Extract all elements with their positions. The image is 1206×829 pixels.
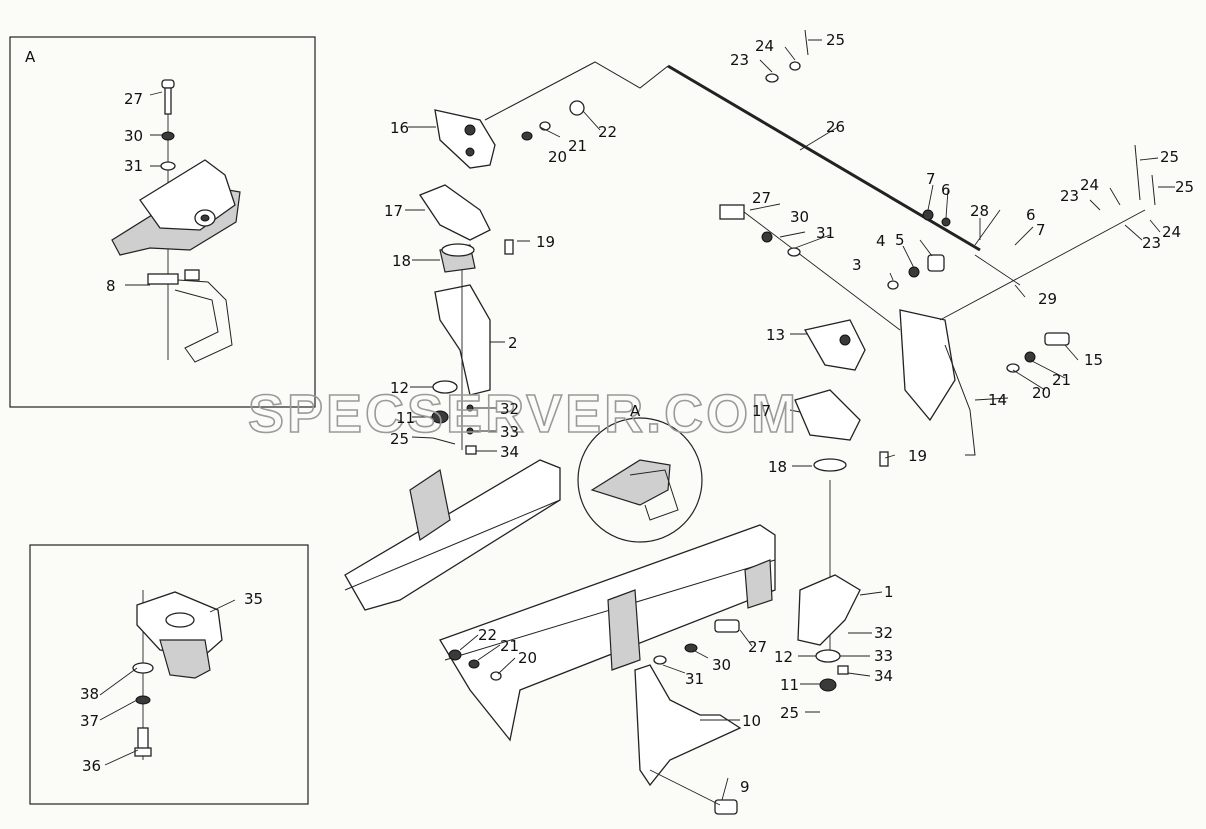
label-11-right: 11 xyxy=(780,676,799,694)
label-27-bottom: 27 xyxy=(748,638,767,656)
label-27: 27 xyxy=(124,90,143,108)
label-32-left: 32 xyxy=(500,400,519,418)
label-9: 9 xyxy=(740,778,750,796)
label-1: 1 xyxy=(884,583,894,601)
label-21-top: 21 xyxy=(568,137,587,155)
label-33-right: 33 xyxy=(874,647,893,665)
chassis-frame xyxy=(344,459,776,742)
watermark-text: SPECSERVER.COM xyxy=(248,384,799,444)
label-detail-a-circle: A xyxy=(630,402,641,420)
label-2: 2 xyxy=(508,334,518,352)
leader-lines xyxy=(99,39,1175,801)
label-21-bottom: 21 xyxy=(500,637,519,655)
label-23-top: 23 xyxy=(730,51,749,69)
label-16: 16 xyxy=(390,119,409,137)
label-12-left: 12 xyxy=(390,379,409,397)
label-35: 35 xyxy=(244,590,263,608)
label-25-right-a: 25 xyxy=(1160,148,1179,166)
label-22-bottom: 22 xyxy=(478,626,497,644)
label-20-right: 20 xyxy=(1032,384,1051,402)
label-6-right: 6 xyxy=(1026,206,1036,224)
label-30-right: 30 xyxy=(790,208,809,226)
label-38: 38 xyxy=(80,685,99,703)
label-20-top: 20 xyxy=(548,148,567,166)
part-labels: 27 30 31 8 35 38 37 36 16 17 18 19 2 12 … xyxy=(80,31,1194,796)
label-34-left: 34 xyxy=(500,443,519,461)
label-24-lower: 24 xyxy=(1162,223,1181,241)
left-latch-assembly xyxy=(419,109,514,455)
label-10: 10 xyxy=(742,712,761,730)
label-18-right: 18 xyxy=(768,458,787,476)
label-8: 8 xyxy=(106,277,116,295)
label-37: 37 xyxy=(80,712,99,730)
label-11-left: 11 xyxy=(396,409,415,427)
label-28: 28 xyxy=(970,202,989,220)
label-25-left: 25 xyxy=(390,430,409,448)
right-latch-assembly xyxy=(719,144,1156,692)
label-19-right: 19 xyxy=(908,447,927,465)
label-7-top: 7 xyxy=(926,170,936,188)
label-30-bottom: 30 xyxy=(712,656,731,674)
label-18-left: 18 xyxy=(392,252,411,270)
detail-a-box: A xyxy=(9,36,316,408)
label-25-bottom: 25 xyxy=(780,704,799,722)
lower-support xyxy=(448,619,742,815)
label-4: 4 xyxy=(876,232,886,250)
label-21-right: 21 xyxy=(1052,371,1071,389)
label-33-left: 33 xyxy=(500,423,519,441)
label-27-right: 27 xyxy=(752,189,771,207)
label-29: 29 xyxy=(1038,290,1057,308)
label-12-right: 12 xyxy=(774,648,793,666)
detail-a-title: A xyxy=(25,48,36,66)
label-7-right: 7 xyxy=(1036,221,1046,239)
label-17-right: 17 xyxy=(752,402,771,420)
label-20-bottom: 20 xyxy=(518,649,537,667)
label-19-left: 19 xyxy=(536,233,555,251)
label-25-right-b: 25 xyxy=(1175,178,1194,196)
label-25-top: 25 xyxy=(826,31,845,49)
label-14: 14 xyxy=(988,391,1007,409)
label-36: 36 xyxy=(82,757,101,775)
label-17-left: 17 xyxy=(384,202,403,220)
label-32-right: 32 xyxy=(874,624,893,642)
label-31: 31 xyxy=(124,157,143,175)
label-34-right: 34 xyxy=(874,667,893,685)
label-24-top: 24 xyxy=(755,37,774,55)
detail-a-circle xyxy=(577,417,703,543)
label-5: 5 xyxy=(895,231,905,249)
label-30: 30 xyxy=(124,127,143,145)
label-23-lower: 23 xyxy=(1142,234,1161,252)
label-15: 15 xyxy=(1084,351,1103,369)
label-6-top: 6 xyxy=(941,181,951,199)
label-13: 13 xyxy=(766,326,785,344)
label-3: 3 xyxy=(852,256,862,274)
detail-mount-box xyxy=(29,544,309,805)
label-23-right: 23 xyxy=(1060,187,1079,205)
label-31-bottom: 31 xyxy=(685,670,704,688)
label-31-right: 31 xyxy=(816,224,835,242)
label-22-top: 22 xyxy=(598,123,617,141)
label-26: 26 xyxy=(826,118,845,136)
label-24-right: 24 xyxy=(1080,176,1099,194)
